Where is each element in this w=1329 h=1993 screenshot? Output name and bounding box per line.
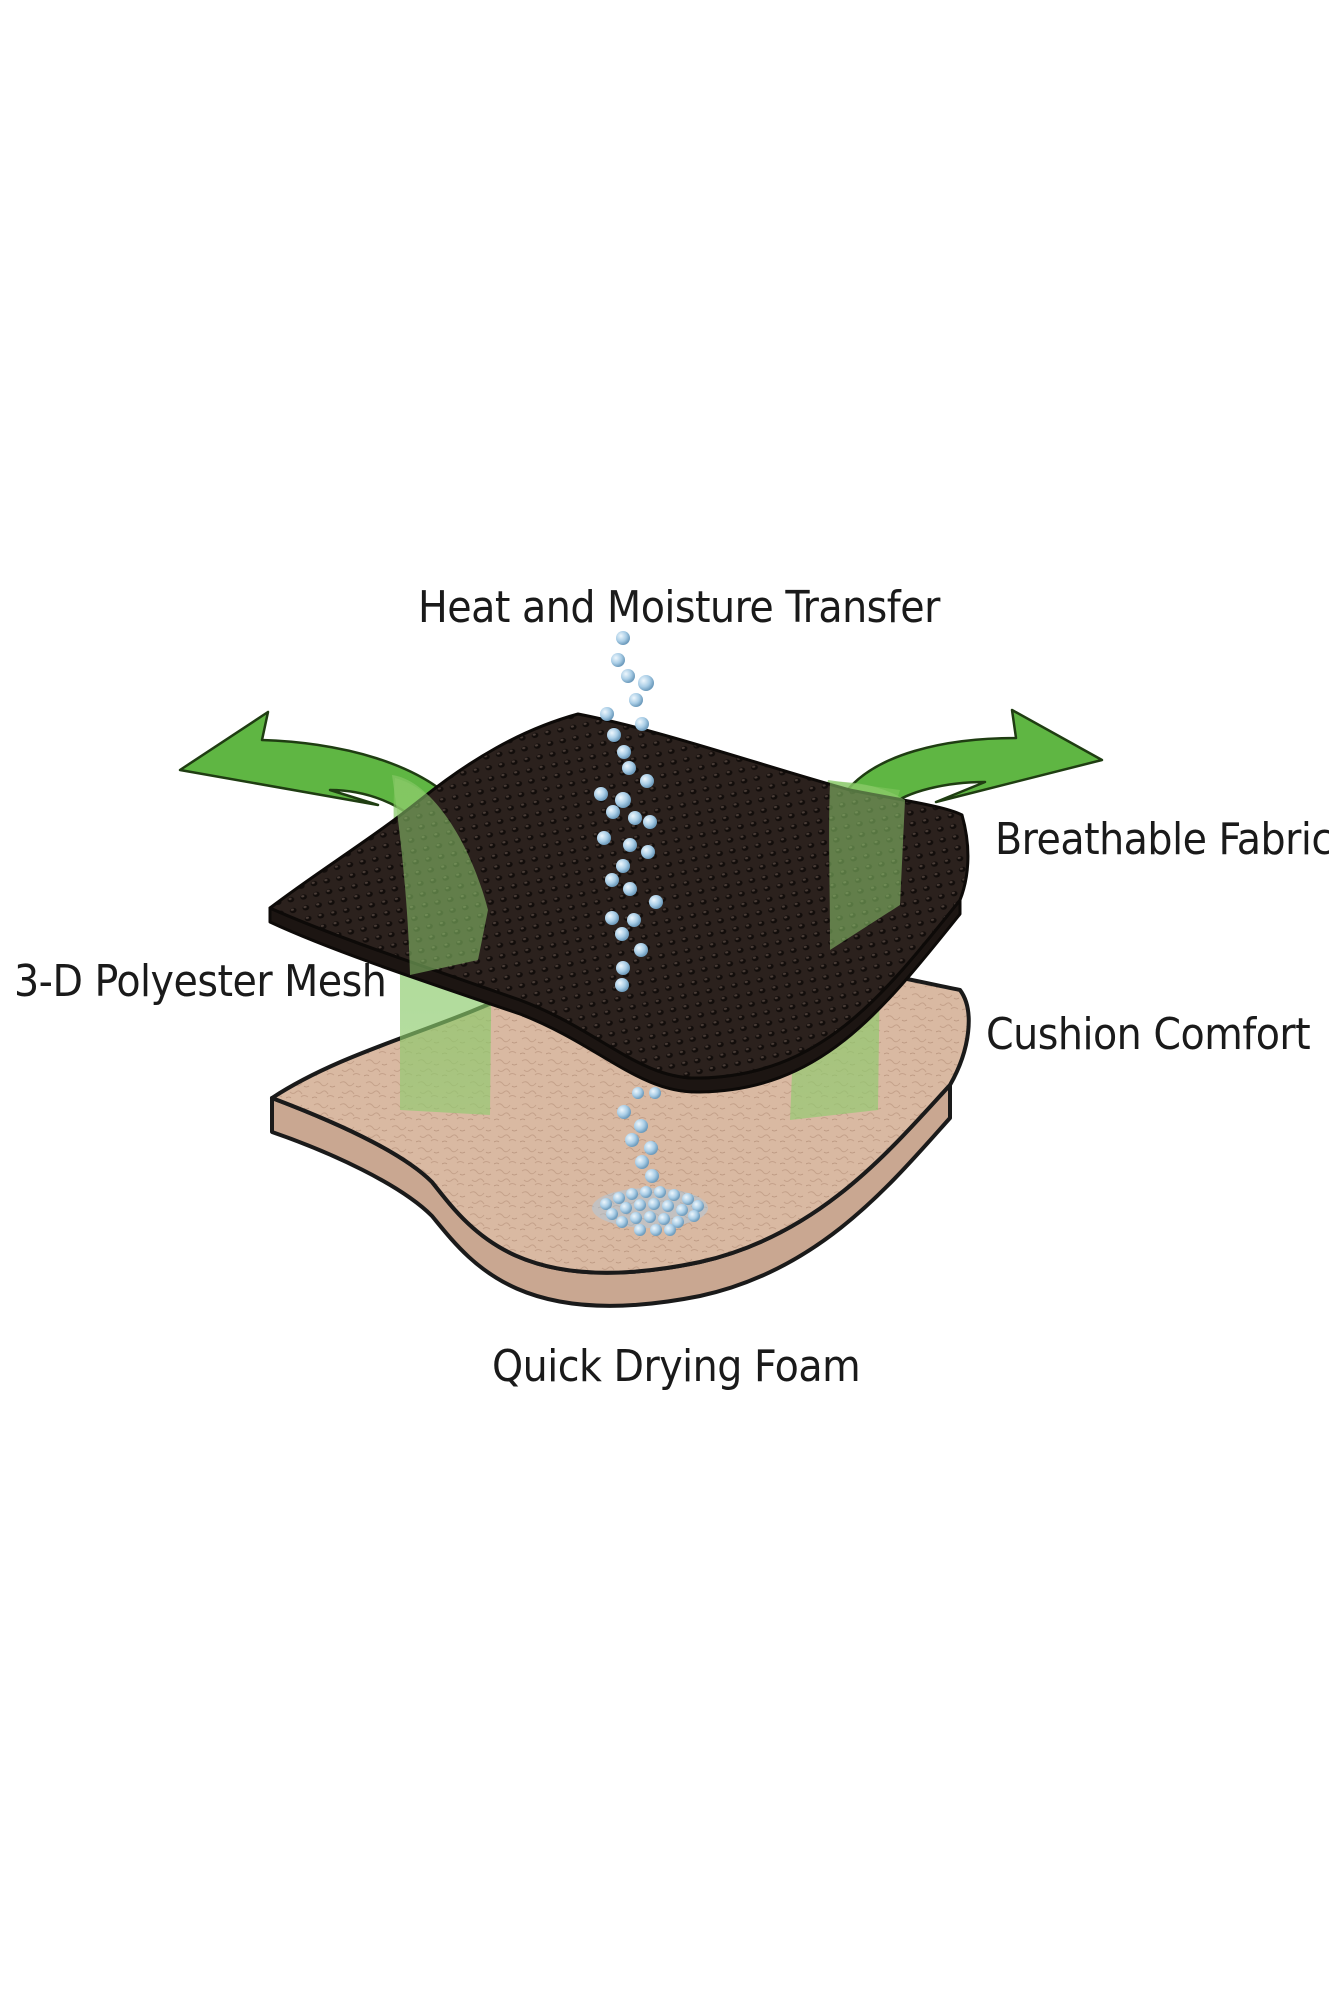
label-heat-moisture-transfer: Heat and Moisture Transfer xyxy=(418,582,940,633)
label-quick-drying-foam: Quick Drying Foam xyxy=(492,1341,861,1392)
airflow-band-right-upper xyxy=(829,781,905,950)
airflow-band-left-upper xyxy=(392,775,488,975)
moisture-puddle xyxy=(592,1186,708,1236)
label-breathable-fabric: Breathable Fabric xyxy=(995,814,1329,865)
label-cushion-comfort: Cushion Comfort xyxy=(986,1009,1311,1060)
water-droplet-icon xyxy=(594,631,663,1183)
label-polyester-mesh: 3-D Polyester Mesh xyxy=(14,956,387,1007)
moisture-droplets xyxy=(592,631,708,1236)
airflow-bands-front xyxy=(392,775,905,975)
3d-polyester-mesh xyxy=(268,712,970,1094)
mesh-top xyxy=(268,712,970,1080)
